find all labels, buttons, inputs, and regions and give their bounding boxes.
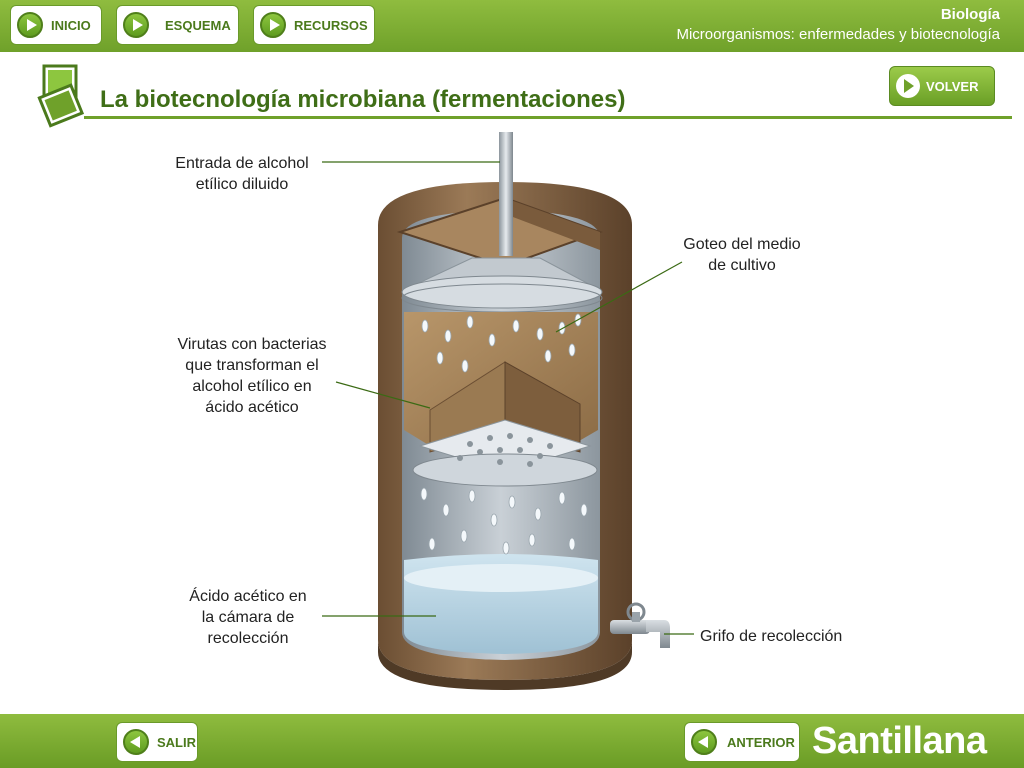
label-line: que transforman el xyxy=(185,357,319,374)
inicio-button[interactable]: INICIO xyxy=(10,5,102,45)
label-line: ácido acético xyxy=(205,399,299,416)
label-line: la cámara de xyxy=(201,609,295,626)
label-grifo: Grifo de recolección xyxy=(700,626,866,647)
recursos-label: RECURSOS xyxy=(294,17,368,33)
collection-tap xyxy=(610,602,670,648)
play-icon xyxy=(896,74,920,98)
label-acido-acetico: Ácido acético en la cámara de recolecció… xyxy=(170,586,326,649)
subject-header: Biología Microorganismos: enfermedades y… xyxy=(676,6,1000,43)
page-title: La biotecnología microbiana (fermentacio… xyxy=(100,86,626,113)
label-line: Goteo del medio xyxy=(683,236,801,253)
back-icon xyxy=(123,729,149,755)
title-underline xyxy=(84,116,1012,119)
label-line: recolección xyxy=(207,630,289,647)
tank-base-rim xyxy=(378,640,632,690)
label-line: etílico diluido xyxy=(195,176,289,193)
salir-label: SALIR xyxy=(157,734,196,750)
salir-button[interactable]: SALIR xyxy=(116,722,198,762)
label-goteo: Goteo del medio de cultivo xyxy=(662,234,822,276)
santillana-logo: Santillana xyxy=(812,720,987,762)
volver-button[interactable]: VOLVER xyxy=(889,66,995,106)
label-line: Grifo de recolección xyxy=(700,628,843,645)
back-icon xyxy=(691,729,717,755)
anterior-button[interactable]: ANTERIOR xyxy=(684,722,800,762)
play-icon xyxy=(17,12,43,38)
play-icon xyxy=(260,12,286,38)
inicio-label: INICIO xyxy=(51,17,91,33)
subject-title: Biología xyxy=(940,6,1000,23)
volver-label: VOLVER xyxy=(926,78,979,94)
label-line: de cultivo xyxy=(708,257,776,274)
esquema-button[interactable]: ESQUEMA xyxy=(116,5,239,45)
play-icon xyxy=(123,12,149,38)
label-line: alcohol etílico en xyxy=(192,378,312,395)
perforated-plate xyxy=(412,419,598,487)
unit-title: Microorganismos: enfermedades y biotecno… xyxy=(676,26,1000,43)
label-line: Entrada de alcohol xyxy=(175,155,309,172)
esquema-label: ESQUEMA xyxy=(165,17,231,33)
label-virutas: Virutas con bacterias que transforman el… xyxy=(160,334,344,418)
leader-lines xyxy=(322,161,694,635)
liquid-chamber xyxy=(404,554,598,654)
anterior-label: ANTERIOR xyxy=(727,734,795,750)
recursos-button[interactable]: RECURSOS xyxy=(253,5,375,45)
distribution-plate xyxy=(401,257,603,313)
droplets xyxy=(420,313,588,555)
label-line: Virutas con bacterias xyxy=(177,336,327,353)
label-entrada-alcohol: Entrada de alcohol etílico diluido xyxy=(160,153,324,195)
inlet-pipe xyxy=(499,132,513,256)
label-line: Ácido acético en xyxy=(189,588,307,605)
